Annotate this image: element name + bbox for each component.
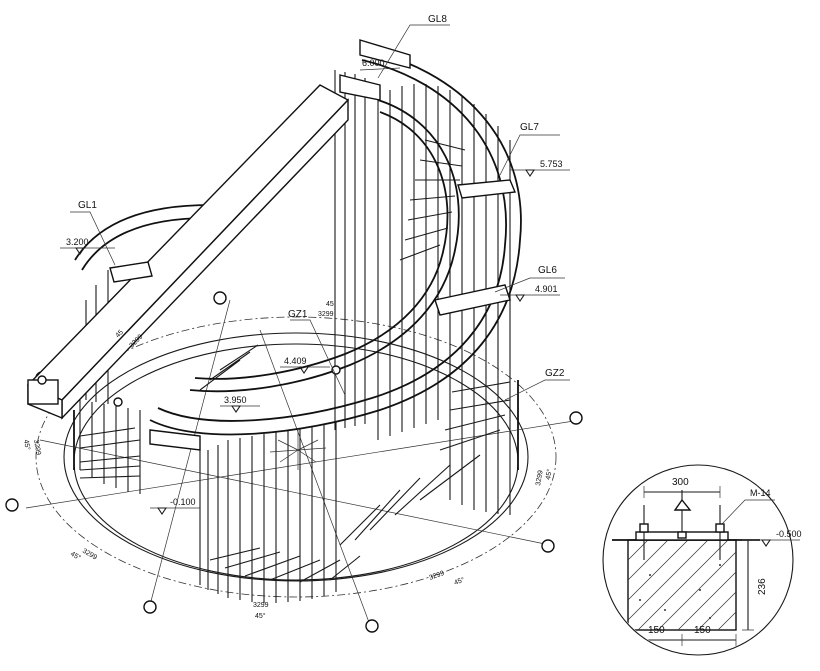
label-gl1: GL1 (78, 200, 97, 211)
bolt-marker (113, 397, 123, 407)
dim-angle: 45° (22, 439, 32, 451)
label-gl8: GL8 (428, 14, 447, 25)
elev-3200: 3.200 (66, 237, 89, 247)
label-gz1: GZ1 (288, 309, 308, 320)
dim-angle: 45° (453, 576, 466, 587)
elev-5753: 5.753 (540, 159, 563, 169)
elev-3950: 3.950 (224, 395, 247, 405)
elev-minus0100: -0.100 (170, 497, 196, 507)
dim-length: 3299 (428, 570, 445, 582)
axis-bubble (143, 600, 157, 614)
detail-height: 236 (757, 578, 768, 595)
dim-length: 3299 (318, 311, 334, 318)
label-gl6: GL6 (538, 265, 557, 276)
elev-minus0500: -0.500 (776, 529, 802, 539)
dim-length: 3299 (81, 548, 98, 562)
landing-beam (26, 39, 517, 451)
detail-half-right: 150 (694, 625, 711, 636)
center-point (269, 430, 327, 470)
elev-4409: 4.409 (284, 356, 307, 366)
axis-bubble (213, 291, 227, 305)
detail-width-total: 300 (672, 477, 689, 488)
base-ring (25, 299, 581, 626)
label-gz2: GZ2 (545, 368, 565, 379)
bolt-marker (37, 375, 47, 385)
stair-treads (79, 139, 511, 583)
dim-length: 3299 (32, 439, 42, 456)
leaders (60, 24, 570, 515)
dim-angle: 45° (69, 550, 82, 562)
dim-angle: 45 (326, 301, 334, 308)
dim-length: 3299 (535, 470, 545, 487)
axis-bubble (541, 539, 555, 553)
label-gl7: GL7 (520, 122, 539, 133)
axis-bubble (569, 411, 583, 425)
axis-bubble (365, 619, 379, 633)
elev-6000: 6.000 (362, 58, 385, 68)
detail-bolt: M-14 (750, 488, 771, 498)
detail-half-left: 150 (648, 625, 665, 636)
elev-4901: 4.901 (535, 284, 558, 294)
dim-angle: 45° (255, 612, 266, 620)
dim-angle: 45 (114, 329, 125, 340)
dim-angle: 45° (544, 468, 554, 480)
footing-detail (602, 464, 800, 656)
dim-length: 3299 (253, 602, 269, 609)
axis-bubble (5, 498, 19, 512)
